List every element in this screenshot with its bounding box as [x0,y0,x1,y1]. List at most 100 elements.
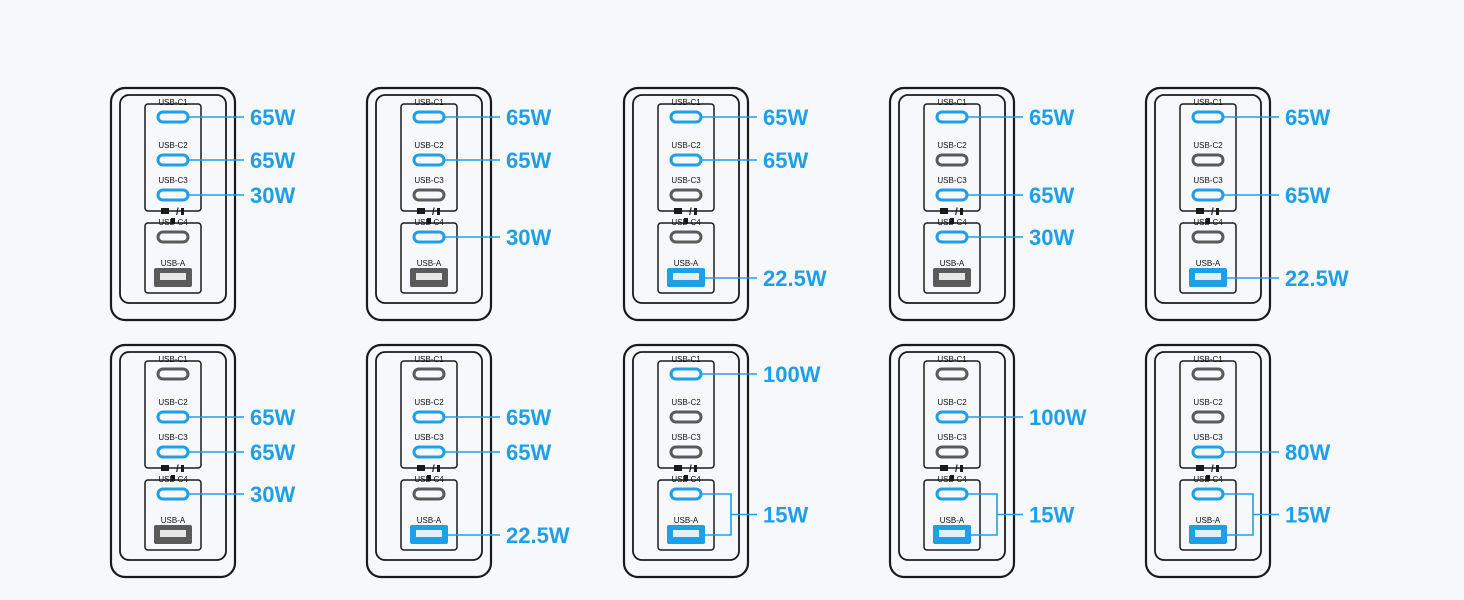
bar-icon [960,208,963,215]
watt-label: 100W [1029,405,1087,430]
panel-connector [427,218,431,224]
display-icon [940,465,948,471]
port-label: USB-C2 [671,398,701,407]
watt-label: 65W [1285,183,1330,208]
usb-a-port-slot [416,273,442,280]
usb-a-port-slot [416,530,442,537]
port-label: USB-A [940,516,965,525]
display-icon [417,208,425,214]
usb-c-port [1191,367,1225,381]
port-label: USB-C4 [414,218,444,227]
usb-a-port-slot [939,273,965,280]
slash-glyph: / [955,464,958,475]
watt-label: 100W [763,362,821,387]
watt-label: 30W [250,482,295,507]
bar-icon [181,208,184,215]
watt-label: 65W [506,440,551,465]
upper-port-panel [923,103,981,212]
port-label: USB-C3 [1193,433,1223,442]
panel-connector [684,475,688,481]
charger-face [1154,94,1262,304]
charger-face [898,351,1006,561]
watt-label: 65W [763,148,808,173]
panel-connector [171,218,175,224]
display-icon [417,465,425,471]
port-label: USB-C3 [671,176,701,185]
watt-label: 80W [1285,440,1330,465]
port-label: USB-C2 [937,141,967,150]
charger-face [1154,351,1262,561]
port-label: USB-C3 [937,176,967,185]
charger-body [109,86,237,322]
charger-diagram: /USB-C1USB-C2USB-C3USB-C4USB-A65W65W22.5… [365,343,570,579]
usb-c-port [669,410,703,424]
usb-c-port [1191,153,1225,167]
watt-label: 65W [1285,105,1330,130]
usb-c-port [412,367,446,381]
charger-face [632,94,740,304]
port-label: USB-C1 [671,98,701,107]
watt-label: 65W [1029,105,1074,130]
port-label: USB-C1 [937,355,967,364]
port-label: USB-C1 [671,355,701,364]
watt-label: 15W [1029,503,1074,528]
charger-body [622,343,750,579]
usb-a-port-slot [1195,273,1221,280]
port-label: USB-C3 [414,433,444,442]
display-icon [1196,465,1204,471]
usb-c-port [156,367,190,381]
watt-label: 65W [506,105,551,130]
port-label: USB-C4 [414,475,444,484]
bar-icon [181,465,184,472]
watt-label: 22.5W [506,523,570,548]
charger-body [365,86,493,322]
port-label: USB-C4 [671,218,701,227]
watt-label: 65W [250,148,295,173]
watt-label: 65W [506,148,551,173]
upper-port-panel [400,360,458,469]
port-label: USB-C2 [1193,141,1223,150]
port-label: USB-A [161,516,186,525]
port-label: USB-C3 [937,433,967,442]
slash-glyph: / [1211,464,1214,475]
port-label: USB-C2 [671,141,701,150]
port-label: USB-A [674,259,699,268]
charger-face [632,351,740,561]
bar-icon [960,465,963,472]
charger-face [119,94,227,304]
watt-label: 65W [250,440,295,465]
slash-glyph: / [955,207,958,218]
display-icon [1196,208,1204,214]
usb-c-port [412,487,446,501]
charger-body [888,86,1016,322]
usb-a-port-slot [1195,530,1221,537]
port-label: USB-C4 [158,218,188,227]
watt-label: 65W [250,405,295,430]
port-label: USB-C4 [158,475,188,484]
watt-label: 30W [1029,225,1074,250]
usb-c-port [935,153,969,167]
bar-icon [694,465,697,472]
slash-glyph: / [1211,207,1214,218]
usb-c-port [669,445,703,459]
panel-connector [1206,218,1210,224]
port-label: USB-A [417,259,442,268]
upper-port-panel [1179,360,1237,469]
upper-port-panel [144,360,202,469]
port-label: USB-C2 [414,141,444,150]
port-label: USB-C1 [414,355,444,364]
charger-face [375,351,483,561]
upper-port-panel [923,360,981,469]
charger-face [119,351,227,561]
upper-port-panel [1179,103,1237,212]
usb-c-port [1191,410,1225,424]
bar-icon [1216,465,1219,472]
port-label: USB-C2 [158,141,188,150]
usb-c-port [669,188,703,202]
port-label: USB-A [161,259,186,268]
usb-c-port [935,445,969,459]
bar-icon [694,208,697,215]
watt-label: 15W [763,503,808,528]
